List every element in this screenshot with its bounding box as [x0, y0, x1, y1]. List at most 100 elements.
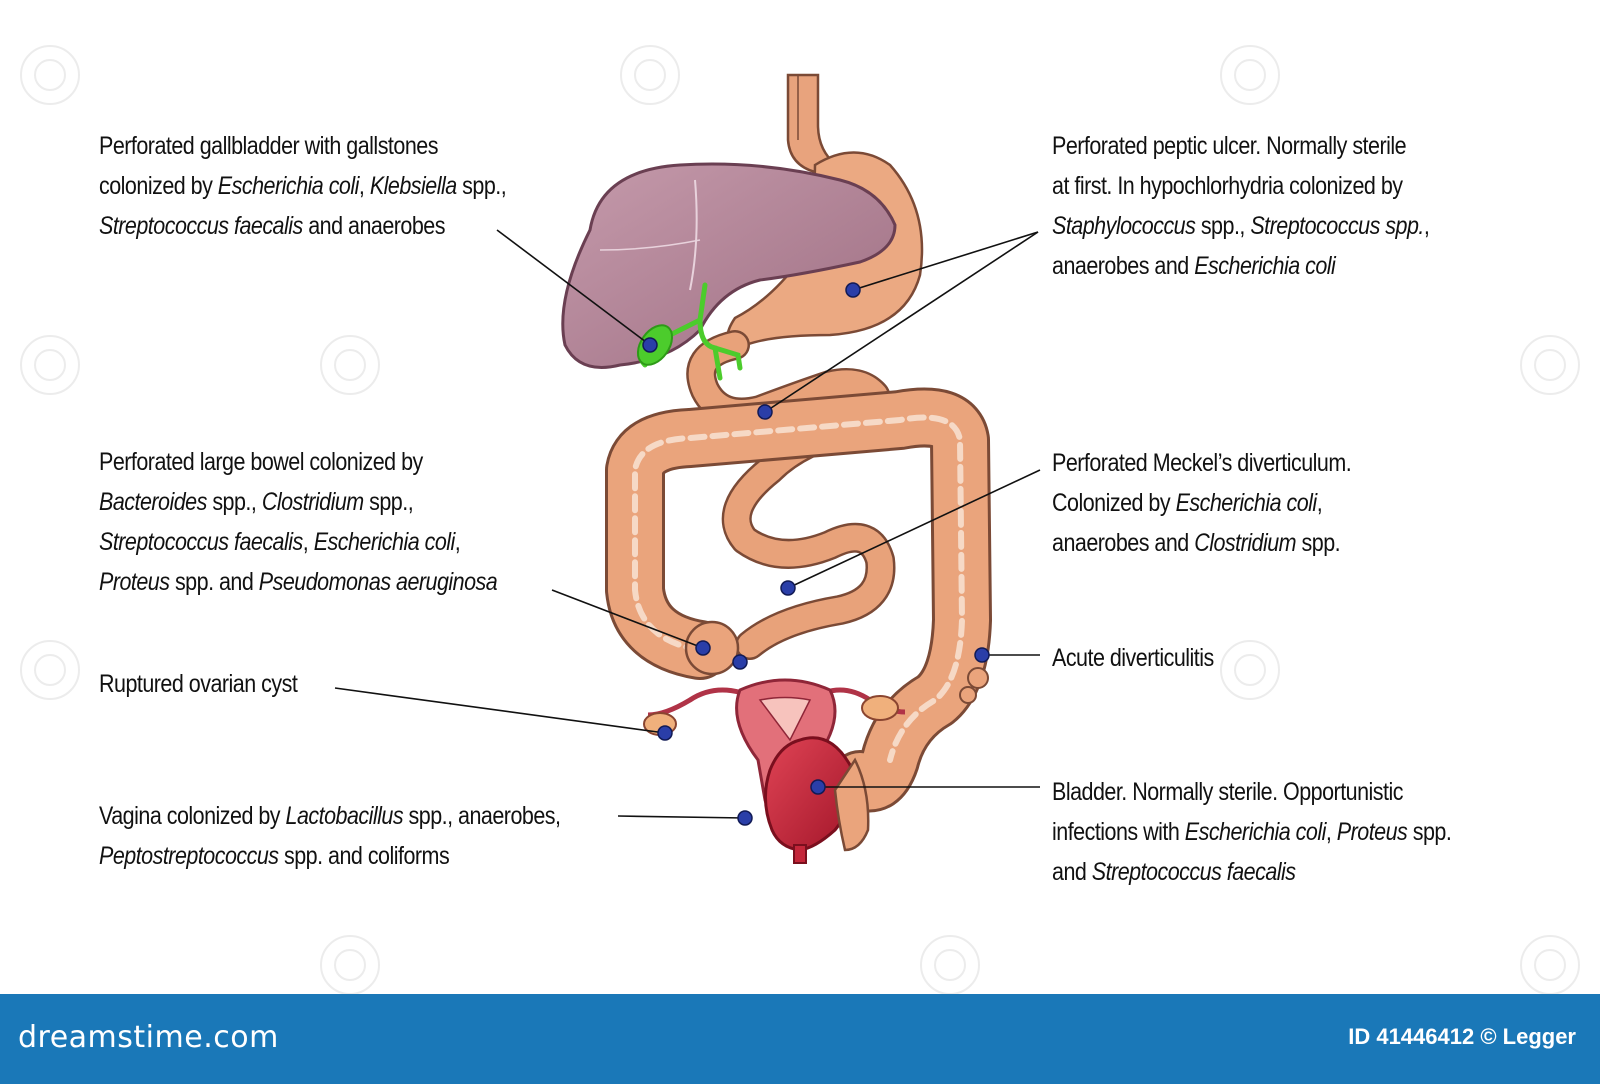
- species-name: Escherichia coli: [1175, 489, 1318, 517]
- species-name: Escherichia coli: [1184, 818, 1327, 846]
- label-line: Perforated large bowel colonized by: [99, 442, 497, 482]
- species-name: Klebsiella: [369, 172, 457, 200]
- ovary-right: [861, 695, 899, 721]
- label-line: Proteus spp. and Pseudomonas aeruginosa: [99, 562, 498, 602]
- marker-diverticulitis: [974, 647, 990, 663]
- species-name: Streptococcus faecalis: [99, 528, 303, 556]
- label-line: Perforated peptic ulcer. Normally steril…: [1052, 126, 1429, 166]
- leader-lines: [334, 229, 1041, 819]
- label-ovarian-cyst: Ruptured ovarian cyst: [99, 664, 298, 704]
- marker-duodenum: [757, 404, 773, 420]
- species-name: Lactobacillus: [285, 802, 404, 830]
- leader-peptic-ulcer-b: [764, 231, 1039, 413]
- label-text: Vagina colonized by: [99, 802, 286, 830]
- label-line: Peptostreptococcus spp. and coliforms: [99, 836, 560, 876]
- label-line: at first. In hypochlorhydria colonized b…: [1052, 166, 1429, 206]
- species-name: Streptococcus faecalis: [1091, 858, 1296, 886]
- label-line: Perforated Meckel’s diverticulum.: [1052, 443, 1352, 483]
- species-name: Staphylococcus: [1052, 212, 1196, 240]
- marker-bladder: [810, 779, 826, 795]
- label-text: spp. and coliforms: [278, 842, 450, 870]
- liver: [561, 162, 897, 369]
- marker-vagina: [737, 810, 753, 826]
- footer-bar: dreamstime.com ID 41446412 © Legger: [0, 994, 1600, 1084]
- label-text: Bladder. Normally sterile. Opportunistic: [1052, 778, 1404, 806]
- caecum: [684, 620, 740, 676]
- label-text: Colonized by: [1052, 489, 1176, 517]
- label-text: Perforated large bowel colonized by: [99, 448, 423, 476]
- label-text: and: [1052, 858, 1092, 886]
- marker-appendix: [732, 654, 748, 670]
- species-name: Proteus: [99, 568, 170, 596]
- label-line: Staphylococcus spp., Streptococcus spp.,: [1052, 206, 1430, 246]
- label-large-bowel: Perforated large bowel colonized by Bacte…: [99, 442, 498, 602]
- label-line: Acute diverticulitis: [1052, 638, 1214, 678]
- marker-dots: [642, 282, 990, 826]
- marker-meckel: [780, 580, 796, 596]
- leader-gallbladder: [496, 229, 651, 346]
- label-text: ,: [358, 172, 370, 200]
- label-text: spp.: [1296, 529, 1341, 557]
- rectum: [833, 757, 870, 852]
- species-name: Streptococcus faecalis: [99, 212, 303, 240]
- label-text: infections with: [1052, 818, 1185, 846]
- label-vagina: Vagina colonized by Lactobacillus spp., …: [99, 796, 561, 876]
- leader-meckel: [787, 469, 1041, 589]
- species-name: Clostridium: [1194, 529, 1297, 557]
- species-name: Pseudomonas aeruginosa: [258, 568, 498, 596]
- label-diverticulitis: Acute diverticulitis: [1052, 638, 1214, 678]
- label-line: colonized by Escherichia coli, Klebsiell…: [99, 166, 507, 206]
- label-text: ,: [302, 528, 314, 556]
- species-name: Escherichia coli: [217, 172, 360, 200]
- species-name: Escherichia coli: [313, 528, 456, 556]
- species-name: Escherichia coli: [1194, 252, 1336, 280]
- label-peptic-ulcer: Perforated peptic ulcer. Normally steril…: [1052, 126, 1430, 286]
- label-text: spp. and: [169, 568, 259, 596]
- species-name: Clostridium: [261, 488, 364, 516]
- label-line: anaerobes and Escherichia coli: [1052, 246, 1429, 286]
- marker-stomach: [845, 282, 861, 298]
- label-line: Bladder. Normally sterile. Opportunistic: [1052, 772, 1451, 812]
- label-text: Perforated gallbladder with gallstones: [99, 132, 438, 160]
- label-text: ,: [1316, 489, 1323, 517]
- label-text: spp.: [1407, 818, 1452, 846]
- label-line: anaerobes and Clostridium spp.: [1052, 523, 1351, 563]
- label-text: ,: [1325, 818, 1337, 846]
- anatomy-illustration: [334, 73, 1041, 864]
- label-line: Streptococcus faecalis, Escherichia coli…: [99, 522, 497, 562]
- image-id-credit: ID 41446412 © Legger: [1348, 1024, 1576, 1049]
- label-line: and Streptococcus faecalis: [1052, 852, 1451, 892]
- label-bladder: Bladder. Normally sterile. Opportunistic…: [1052, 772, 1452, 892]
- label-line: Bacteroides spp., Clostridium spp.,: [99, 482, 497, 522]
- label-text: spp.,: [363, 488, 414, 516]
- label-line: Colonized by Escherichia coli,: [1052, 483, 1351, 523]
- label-text: and anaerobes: [302, 212, 445, 240]
- label-text: spp., anaerobes,: [403, 802, 561, 830]
- leader-vagina: [617, 815, 746, 819]
- uterus-cavity: [758, 696, 812, 742]
- brand-logo-text[interactable]: dreamstime.com: [18, 1020, 279, 1055]
- label-meckel: Perforated Meckel’s diverticulum. Coloniz…: [1052, 443, 1352, 563]
- label-line: Streptococcus faecalis and anaerobes: [99, 206, 506, 246]
- label-line: Perforated gallbladder with gallstones: [99, 126, 506, 166]
- marker-ovarian-cyst: [657, 725, 673, 741]
- label-line: Vagina colonized by Lactobacillus spp., …: [99, 796, 561, 836]
- label-text: Ruptured ovarian cyst: [99, 670, 298, 698]
- species-name: Bacteroides: [99, 488, 207, 516]
- label-text: at first. In hypochlorhydria colonized b…: [1052, 172, 1403, 200]
- label-text: ,: [454, 528, 461, 556]
- label-text: colonized by: [99, 172, 218, 200]
- leader-large-bowel: [551, 589, 704, 649]
- species-name: Peptostreptococcus: [99, 842, 279, 870]
- label-text: Acute diverticulitis: [1052, 644, 1214, 672]
- marker-gallbladder: [642, 337, 658, 353]
- label-text: anaerobes and: [1052, 529, 1195, 557]
- diverticulum: [967, 667, 989, 689]
- label-text: Perforated peptic ulcer. Normally steril…: [1052, 132, 1407, 160]
- urethra: [793, 844, 807, 864]
- label-text: Perforated Meckel’s diverticulum.: [1052, 449, 1352, 477]
- label-text: spp.,: [456, 172, 507, 200]
- label-text: anaerobes and: [1052, 252, 1195, 280]
- species-name: Streptococcus spp.: [1250, 212, 1424, 240]
- label-text: ,: [1423, 212, 1430, 240]
